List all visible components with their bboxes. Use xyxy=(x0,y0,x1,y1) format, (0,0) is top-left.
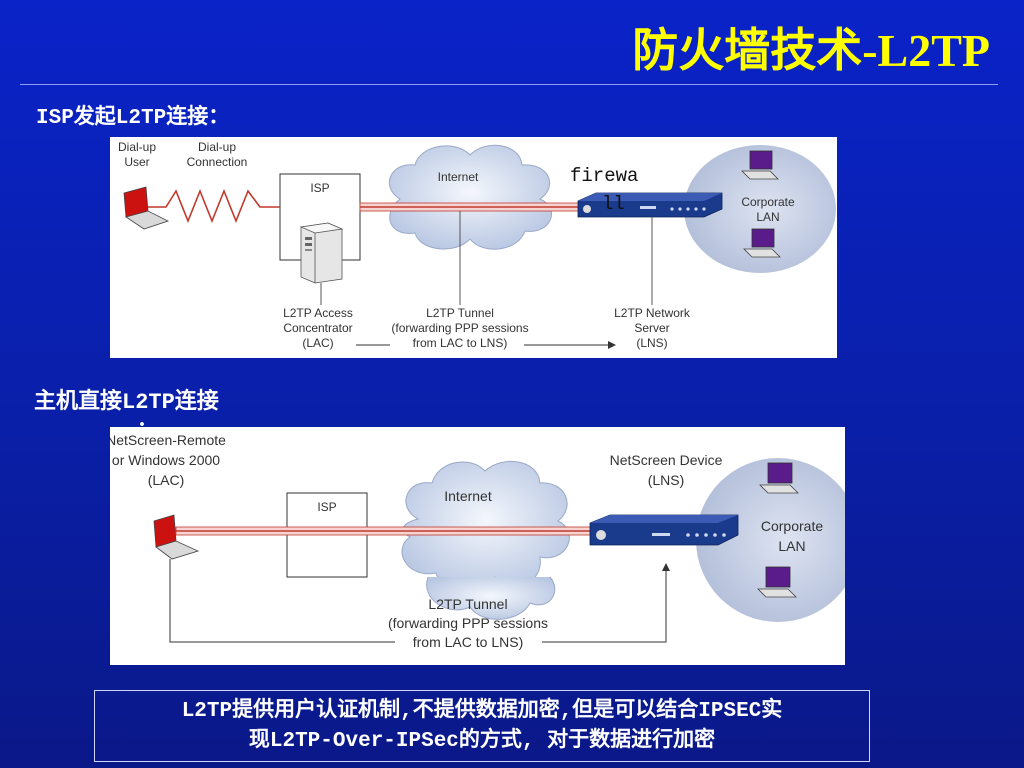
title-divider xyxy=(20,84,998,85)
heading-host-direct-colon: ： xyxy=(137,419,157,442)
lns-label-line2: Server xyxy=(634,321,669,335)
client-label-line2: or Windows 2000 xyxy=(112,452,220,468)
tunnel-label-line3: from LAC to LNS) xyxy=(413,336,508,350)
isp-label: ISP xyxy=(310,181,329,195)
lac-server-icon xyxy=(299,222,344,284)
isp-label: ISP xyxy=(317,500,336,514)
firewall-label-line2: ll xyxy=(602,193,625,215)
slide-title: 防火墙技术-L2TP xyxy=(632,25,990,76)
heading-isp-initiated: ISP发起L2TP连接： xyxy=(36,107,230,130)
dialup-user-label-line2: User xyxy=(124,155,149,169)
firewall-device-icon xyxy=(577,192,723,218)
l2tp-tunnel-line xyxy=(175,526,597,536)
lns-label-line3: (LNS) xyxy=(636,336,667,350)
tunnel-label-line1: L2TP Tunnel xyxy=(426,306,494,320)
dialup-connection-line xyxy=(148,188,280,224)
heading-host-direct: 主机直接L2TP连接 xyxy=(34,390,219,415)
dialup-connection-label-line1: Dial-up xyxy=(198,140,236,154)
corporate-lan-label-line2: LAN xyxy=(778,538,805,554)
corporate-lan-ellipse xyxy=(684,145,836,273)
dialup-user-label-line1: Dial-up xyxy=(118,140,156,154)
lac-label-line3: (LAC) xyxy=(302,336,333,350)
dialup-user-laptop-icon xyxy=(123,186,170,230)
tunnel-label-line1: L2TP Tunnel xyxy=(428,596,507,612)
internet-cloud xyxy=(388,144,552,250)
client-label-line1: NetScreen-Remote xyxy=(110,432,226,448)
diagram-host-direct: ISP NetScreen-Remote or Windows 2000 (L xyxy=(110,427,845,665)
corporate-workstation-icon-1 xyxy=(741,150,779,180)
tunnel-label-line3: from LAC to LNS) xyxy=(413,634,523,650)
lns-label-line1: L2TP Network xyxy=(614,306,691,320)
dialup-connection-label-line2: Connection xyxy=(187,155,248,169)
internet-cloud xyxy=(401,460,570,620)
note-box: L2TP提供用户认证机制,不提供数据加密,但是可以结合IPSEC实 现L2TP-… xyxy=(94,690,870,762)
corporate-workstation-icon-1 xyxy=(759,462,799,494)
lac-label-line2: Concentrator xyxy=(283,321,352,335)
diagram-isp-initiated: ISP firewa ll xyxy=(110,137,837,358)
note-line-1: L2TP提供用户认证机制,不提供数据加密,但是可以结合IPSEC实 xyxy=(181,700,783,723)
tunnel-label-line2: (forwarding PPP sessions xyxy=(391,321,528,335)
l2tp-tunnel-line xyxy=(359,202,589,212)
lac-label-line1: L2TP Access xyxy=(283,306,353,320)
corporate-workstation-icon-2 xyxy=(743,228,781,258)
internet-label: Internet xyxy=(444,488,492,504)
corporate-lan-ellipse xyxy=(696,458,845,622)
tunnel-label-line2: (forwarding PPP sessions xyxy=(388,615,548,631)
client-laptop-icon xyxy=(153,514,200,560)
lac-to-lns-path xyxy=(169,559,670,643)
client-label-line3: (LAC) xyxy=(148,472,185,488)
device-label-line2: (LNS) xyxy=(648,472,685,488)
corporate-lan-label-line1: Corporate xyxy=(741,195,795,209)
device-label-line1: NetScreen Device xyxy=(610,452,723,468)
corporate-lan-label-line2: LAN xyxy=(756,210,779,224)
netscreen-device-icon xyxy=(589,514,739,546)
internet-label: Internet xyxy=(438,170,479,184)
corporate-workstation-icon-2 xyxy=(757,566,797,598)
note-line-2: 现L2TP-Over-IPSec的方式, 对于数据进行加密 xyxy=(248,730,716,753)
firewall-label-line1: firewa xyxy=(570,165,638,187)
corporate-lan-label-line1: Corporate xyxy=(761,518,823,534)
